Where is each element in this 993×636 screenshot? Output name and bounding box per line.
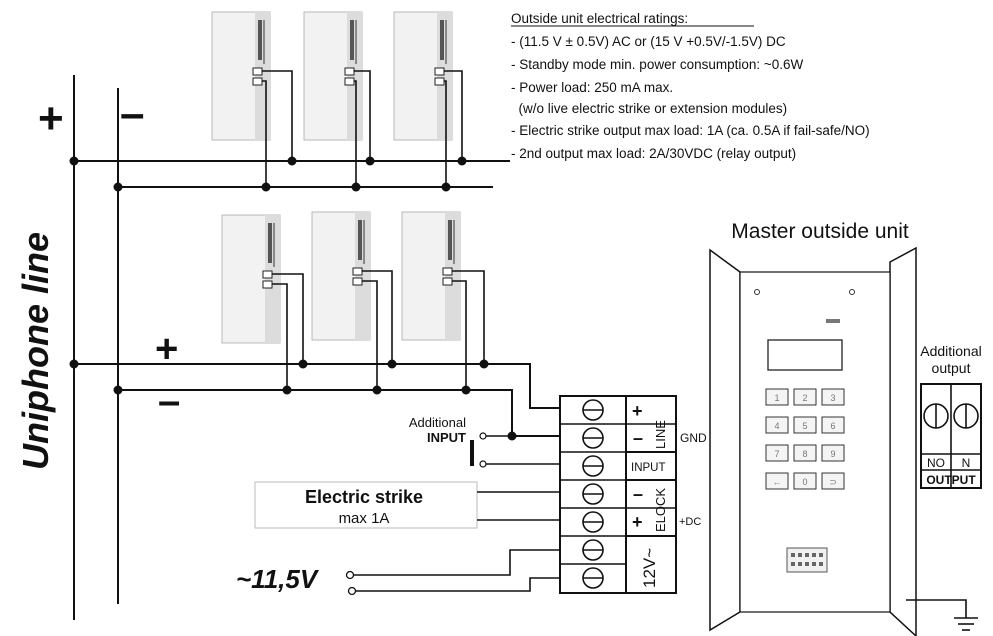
ground-icon bbox=[906, 599, 978, 631]
key-label: 7 bbox=[774, 449, 779, 459]
handsets-top bbox=[211, 11, 453, 141]
key-label: 5 bbox=[802, 421, 807, 431]
electric-strike-title: Electric strike bbox=[305, 487, 423, 507]
additional-input-line2: INPUT bbox=[427, 430, 466, 445]
terminal-elock-plus: + bbox=[632, 512, 643, 532]
dc-label: +DC bbox=[679, 516, 701, 528]
ratings-heading: Outside unit electrical ratings: bbox=[511, 11, 688, 26]
ratings-line-4: (w/o live electric strike or extension m… bbox=[511, 101, 787, 116]
electric-strike-subtitle: max 1A bbox=[339, 510, 390, 527]
terminal-line-minus: – bbox=[633, 428, 643, 448]
terminal-input-label: INPUT bbox=[631, 462, 666, 474]
additional-output-line2: output bbox=[932, 360, 971, 376]
master-outside-unit: 1 2 3 4 5 6 7 8 9 ← 0 ⊃ bbox=[709, 246, 917, 636]
plus-sign-bottom: + bbox=[155, 327, 178, 371]
key-label: 3 bbox=[830, 393, 835, 403]
keypad: 1 2 3 4 5 6 7 8 9 ← 0 ⊃ bbox=[765, 388, 845, 490]
handset-unit bbox=[311, 211, 371, 341]
power-supply: ~11,5V bbox=[236, 549, 560, 596]
terminal-elock-label: ELOCK bbox=[653, 488, 668, 532]
gnd-label: GND bbox=[680, 431, 707, 445]
ratings-line-3: - Power load: 250 mA max. bbox=[511, 80, 673, 95]
terminal-line-plus: + bbox=[632, 401, 643, 421]
handset-unit bbox=[211, 11, 271, 141]
additional-output: Additional output NO N OUTPUT bbox=[920, 343, 982, 489]
handset-unit bbox=[303, 11, 363, 141]
key-label: 0 bbox=[802, 477, 807, 487]
uniphone-line-title: Uniphone line bbox=[15, 232, 56, 470]
master-unit-title: Master outside unit bbox=[731, 220, 909, 243]
terminal-block: + – LINE INPUT – + ELOCK 12V~ bbox=[559, 395, 677, 594]
key-label: 1 bbox=[774, 393, 779, 403]
ratings-line-1: - (11.5 V ± 0.5V) AC or (15 V +0.5V/-1.5… bbox=[511, 34, 786, 49]
handsets-bottom bbox=[221, 211, 461, 344]
minus-sign-bottom: – bbox=[158, 379, 180, 423]
power-supply-label: ~11,5V bbox=[236, 564, 320, 594]
handset-unit bbox=[221, 214, 281, 344]
additional-input: Additional INPUT bbox=[409, 415, 560, 468]
key-label: 6 bbox=[830, 421, 835, 431]
ratings-line-2: - Standby mode min. power consumption: ~… bbox=[511, 57, 804, 72]
ratings-line-6: - 2nd output max load: 2A/30VDC (relay o… bbox=[511, 146, 796, 161]
terminal-elock-minus: – bbox=[633, 484, 643, 504]
key-label: 9 bbox=[830, 449, 835, 459]
plus-sign-top: + bbox=[38, 94, 64, 143]
terminal-supply-label: 12V~ bbox=[640, 548, 659, 588]
output-no-label: NO bbox=[927, 456, 945, 470]
output-n-label: N bbox=[962, 456, 971, 470]
key-label: 8 bbox=[802, 449, 807, 459]
output-label: OUTPUT bbox=[926, 473, 976, 487]
key-label: 4 bbox=[774, 421, 779, 431]
bus-wires bbox=[73, 75, 560, 620]
key-label: 2 bbox=[802, 393, 807, 403]
terminal-line-label: LINE bbox=[653, 420, 668, 449]
electric-strike: Electric strike max 1A bbox=[254, 481, 560, 529]
ratings-line-5: - Electric strike output max load: 1A (c… bbox=[511, 123, 870, 138]
additional-input-line1: Additional bbox=[409, 415, 466, 430]
key-label: ← bbox=[773, 477, 782, 487]
key-label: ⊃ bbox=[829, 477, 837, 487]
electrical-ratings: Outside unit electrical ratings: - (11.5… bbox=[511, 11, 870, 161]
handset-unit bbox=[401, 211, 461, 341]
additional-output-line1: Additional bbox=[920, 343, 982, 359]
minus-sign-top: – bbox=[120, 89, 144, 138]
handset-unit bbox=[393, 11, 453, 141]
